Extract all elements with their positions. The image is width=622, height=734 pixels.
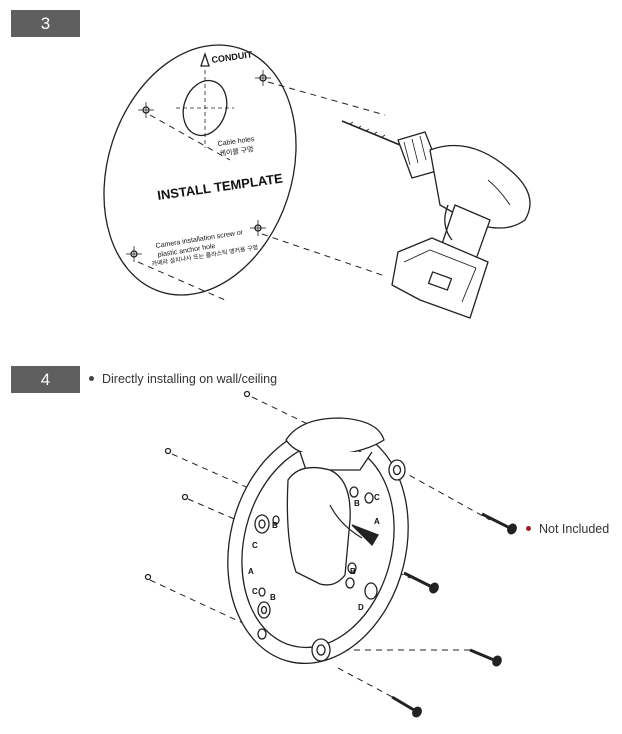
cable-hole [182,79,228,137]
bracket-label-b: B [350,567,356,576]
guide-lines [137,81,386,301]
wall-point [164,447,172,455]
bracket-center-opening [286,466,351,586]
bracket-label-a: A [374,517,380,526]
step-4-note: Directly installing on wall/ceiling [89,372,277,386]
bracket-label-a: A [248,567,254,576]
bracket-label-c: C [374,493,380,502]
not-included-text: Not Included [539,522,610,536]
screw-icon [469,648,502,667]
template-screw-hole [250,220,266,236]
bracket-label-c: C [252,587,258,596]
step-4-badge: 4 [11,366,80,393]
bullet-icon [526,526,531,532]
bracket-boss [254,459,406,662]
bracket-label-b: B [272,521,278,530]
mount-bracket-figure [144,390,517,718]
not-included-callout: Not Included [526,522,609,536]
wall-point [144,573,152,581]
screw-icon [403,571,439,594]
direction-arrow-icon [351,524,379,547]
wall-point [243,390,251,398]
template-screw-hole [138,102,154,118]
bracket-label-b: B [354,499,360,508]
screw-icon [391,695,422,718]
install-template-figure [103,44,386,301]
bracket-labels: B C A B C A C B B D [248,493,380,612]
wall-point [181,493,189,501]
bullet-icon [89,376,94,382]
bracket-label-b: B [270,593,276,602]
install-template-disc [103,44,297,296]
bracket-label-d: D [358,603,364,612]
template-screw-hole [255,70,271,86]
step-4-note-text: Directly installing on wall/ceiling [102,372,278,386]
screw-icon [481,512,517,535]
conduit-arrow-icon [200,51,210,67]
template-screw-hole [126,246,142,262]
bracket-label-c: C [252,541,258,550]
step-3-badge: 3 [11,10,80,37]
power-drill-icon [341,120,531,319]
